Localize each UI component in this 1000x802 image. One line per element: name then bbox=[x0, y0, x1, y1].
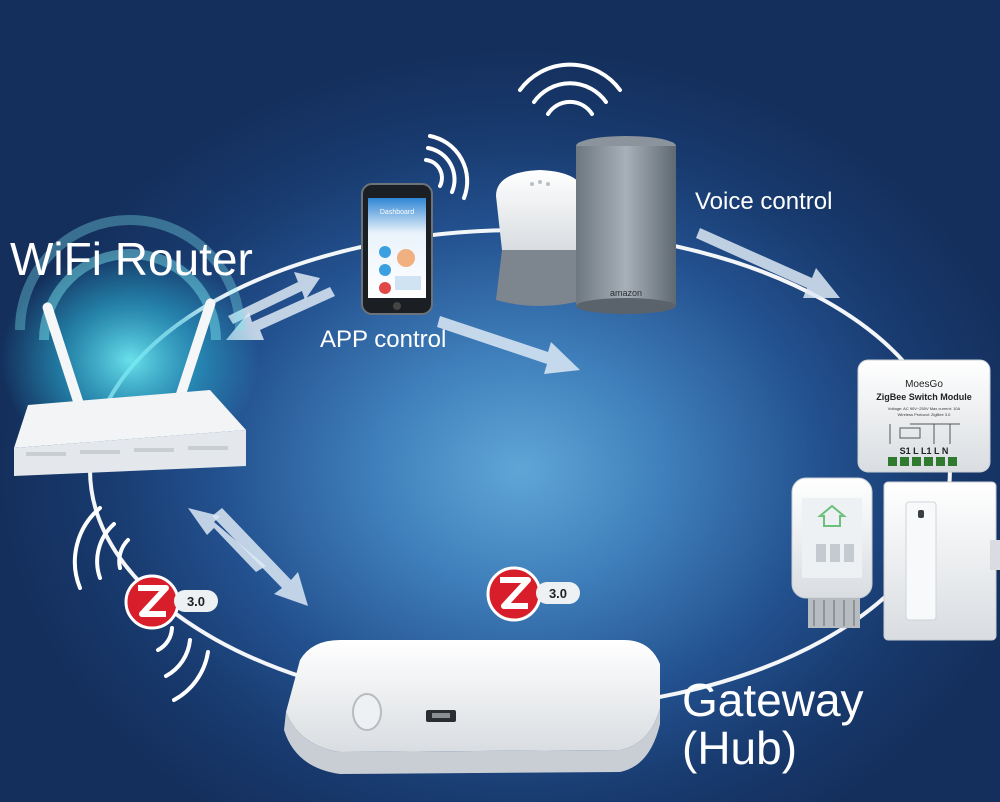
module-name: ZigBee Switch Module bbox=[876, 392, 972, 402]
flow-arrow-icon bbox=[696, 228, 840, 298]
radiator-thermostat bbox=[791, 477, 873, 628]
wifi-waves-icon bbox=[72, 506, 130, 590]
wifi-waves-icon bbox=[156, 626, 210, 702]
smartphone: Dashboard bbox=[361, 183, 433, 315]
flow-arrow-icon bbox=[437, 316, 580, 374]
wifi-router bbox=[0, 215, 260, 476]
wifi-waves-icon bbox=[424, 134, 470, 200]
module-spec-1: Voltage: AC 90V~250V Max current: 10A bbox=[888, 406, 961, 411]
home-icon bbox=[817, 504, 847, 527]
gateway-label: Gateway (Hub) bbox=[682, 676, 864, 772]
wifi-waves-icon bbox=[518, 62, 622, 116]
router-antenna-left bbox=[42, 302, 84, 408]
zigbee-logo-icon: 3.0 bbox=[486, 566, 580, 622]
flow-arrow-icon bbox=[212, 508, 308, 606]
zigbee-version-left: 3.0 bbox=[187, 594, 205, 609]
app-control-label: APP control bbox=[320, 326, 447, 353]
speaker-brand: amazon bbox=[610, 288, 642, 298]
gateway-label-line1: Gateway bbox=[682, 674, 864, 726]
phone-screen-title: Dashboard bbox=[380, 209, 414, 216]
hub-button bbox=[352, 693, 382, 731]
module-brand: MoesGo bbox=[905, 379, 943, 390]
smart-speaker-white bbox=[496, 170, 584, 306]
gateway-label-line2: (Hub) bbox=[682, 722, 798, 774]
module-spec-2: Wireless Protocol: ZigBee 3.0 bbox=[898, 412, 951, 417]
flow-arrow-icon bbox=[188, 508, 266, 572]
router-antenna-right bbox=[174, 298, 216, 404]
gateway-hub bbox=[284, 640, 660, 774]
zigbee-logo-icon: 3.0 bbox=[124, 574, 218, 630]
wall-switch bbox=[883, 481, 1000, 641]
zigbee-version-center: 3.0 bbox=[549, 586, 567, 601]
module-terminals: S1 L L1 L N bbox=[900, 446, 949, 456]
flow-arrow-icon bbox=[228, 272, 320, 324]
zigbee-switch-module: MoesGo ZigBee Switch Module Voltage: AC … bbox=[857, 359, 991, 473]
smart-speaker-fabric: amazon bbox=[576, 136, 676, 314]
wifi-router-label: WiFi Router bbox=[10, 233, 253, 285]
voice-control-label: Voice control bbox=[695, 188, 833, 215]
